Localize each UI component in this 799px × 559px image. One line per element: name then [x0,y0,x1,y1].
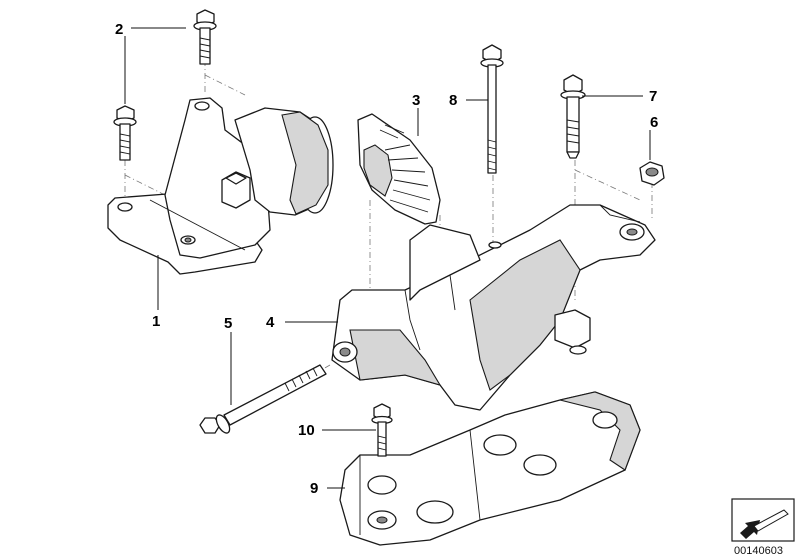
label-part-3: 3 [412,92,420,109]
label-part-9: 9 [310,480,318,497]
bolt-part-2-lower[interactable] [113,105,137,161]
bolt-part-7[interactable] [560,74,586,159]
bolt-part-8[interactable] [480,44,504,174]
engine-mount-part-1[interactable] [107,97,334,275]
label-part-7: 7 [649,88,657,105]
nut-part-6[interactable] [639,161,665,186]
label-part-5: 5 [224,315,232,332]
bolt-part-2-upper[interactable] [193,9,217,65]
support-plate-part-9[interactable] [339,391,641,546]
direction-arrow-icon [731,498,795,542]
label-part-2: 2 [115,21,123,38]
label-part-6: 6 [650,114,658,131]
label-part-1: 1 [152,313,160,330]
engine-bracket-part-4[interactable] [331,204,656,411]
label-part-10: 10 [298,422,315,439]
bolt-part-10[interactable] [371,403,393,457]
leader-lines [124,27,651,489]
heat-shield-part-3[interactable] [357,113,441,225]
long-bolt-part-5[interactable] [199,364,327,435]
label-part-8: 8 [449,92,457,109]
label-part-4: 4 [266,314,275,331]
reference-code: 00140603 [734,545,783,557]
